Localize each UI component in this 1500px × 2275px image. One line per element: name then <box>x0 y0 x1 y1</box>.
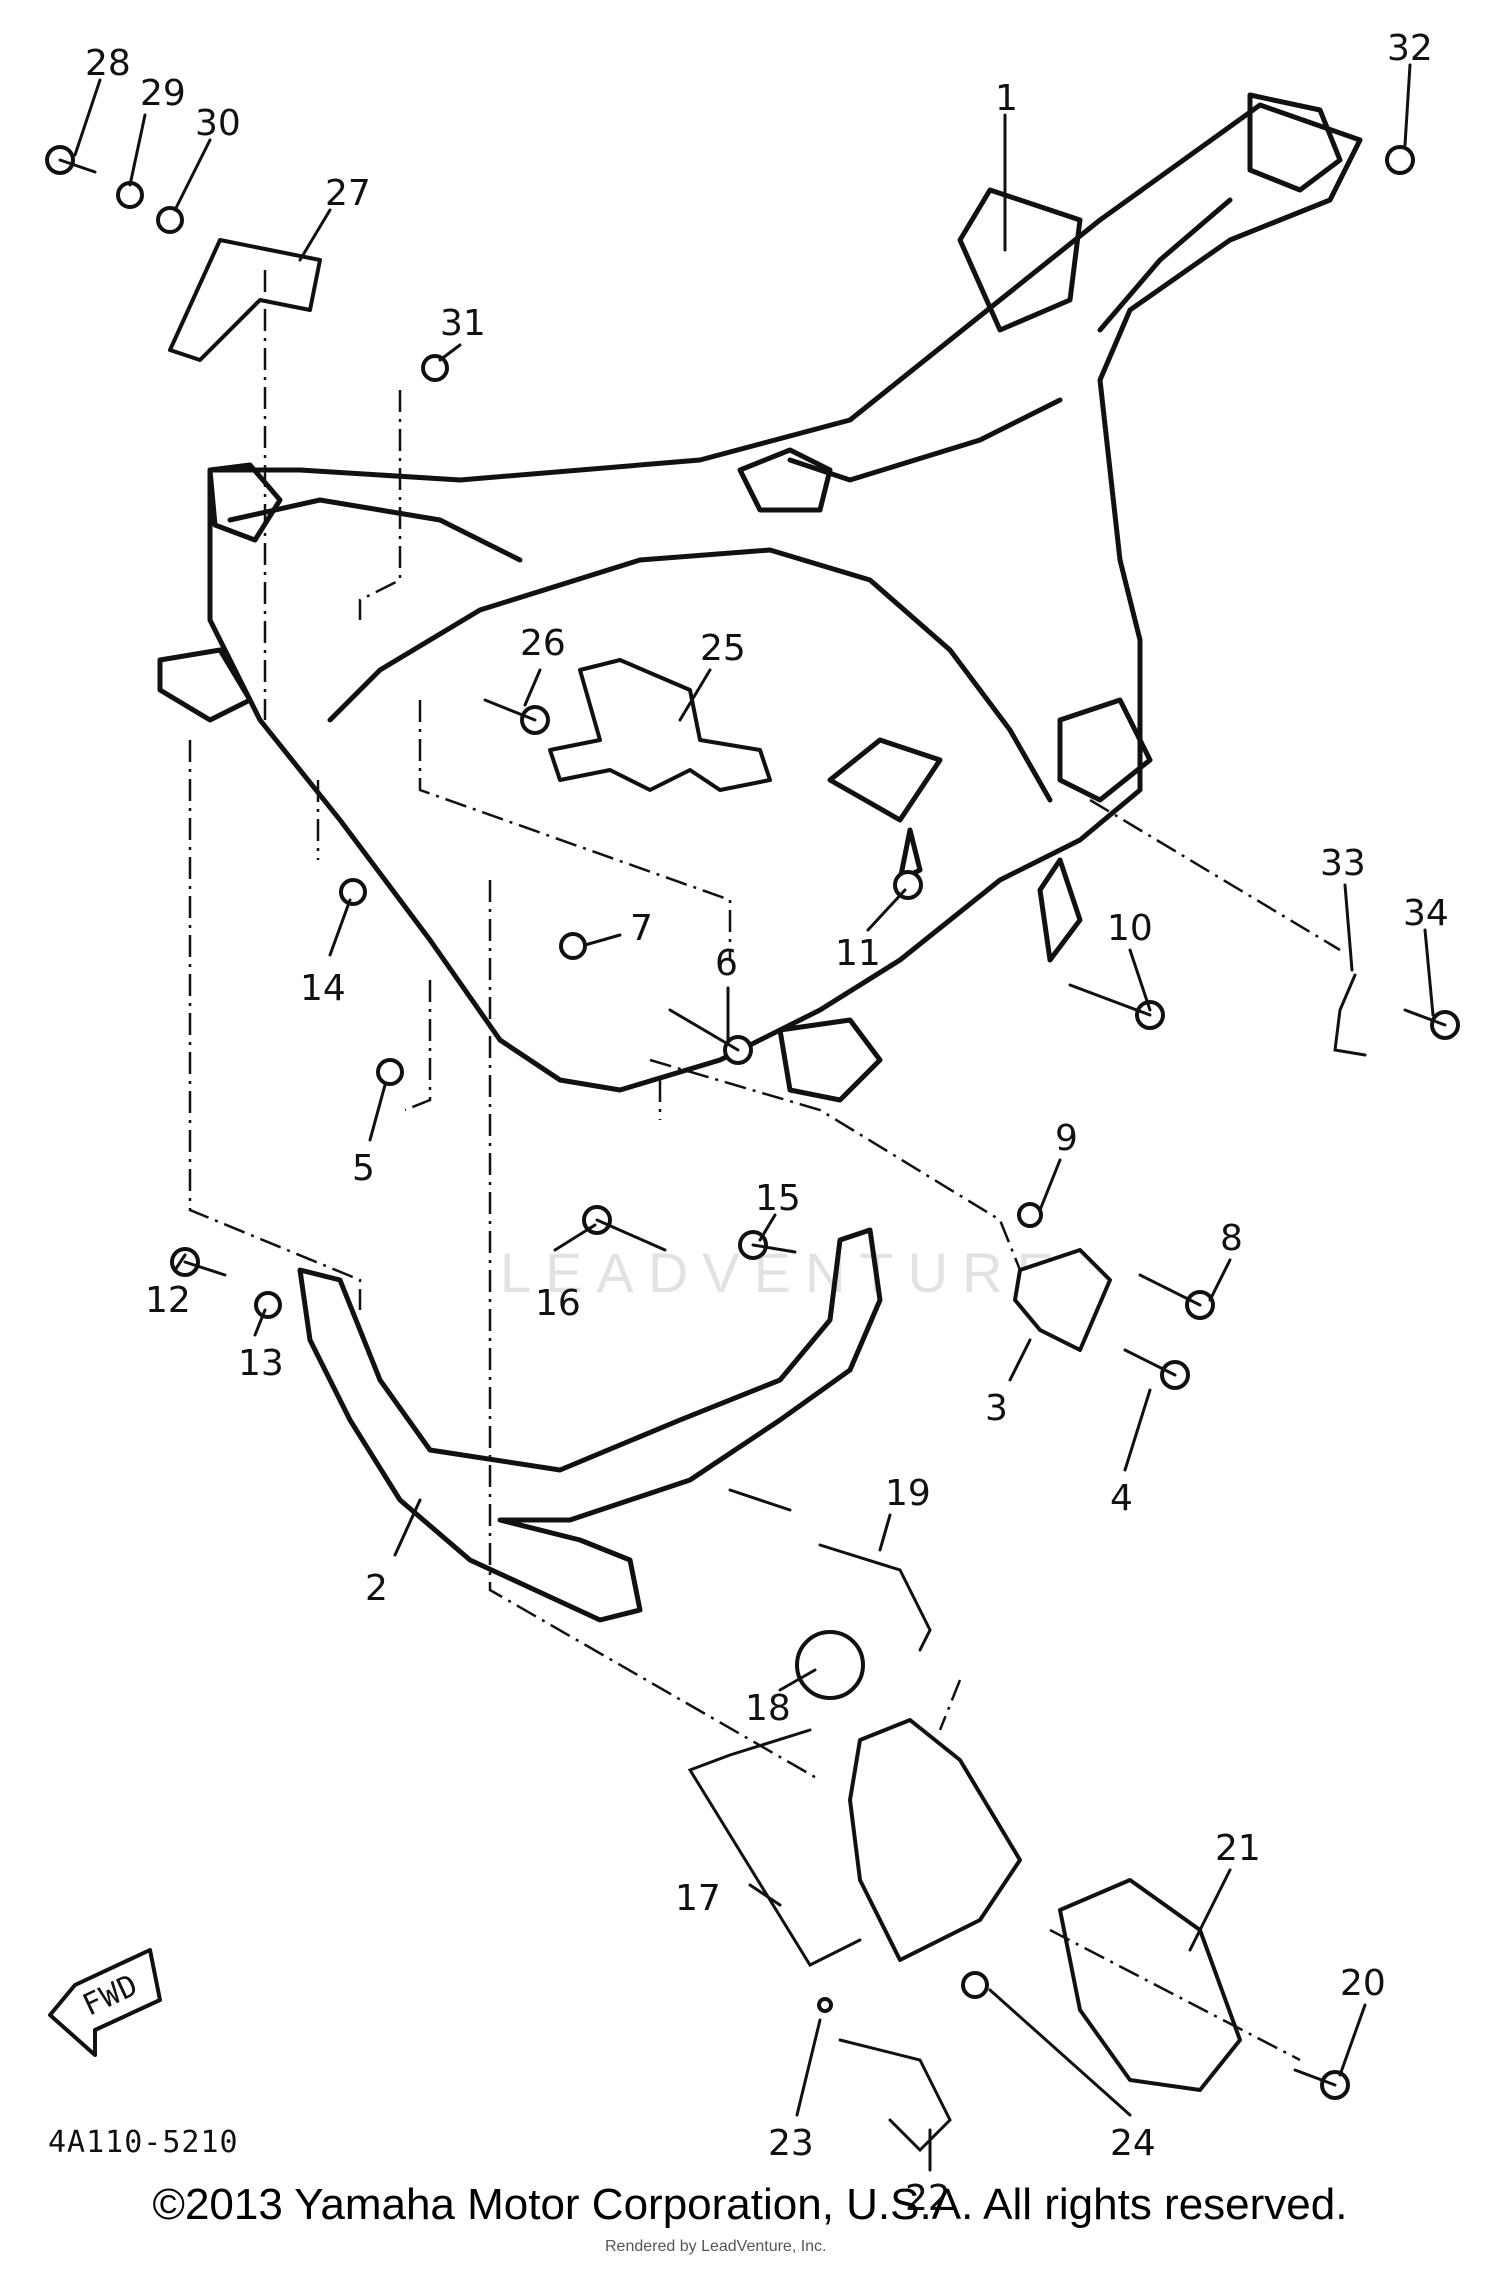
callout-2: 2 <box>365 1568 388 1609</box>
rendered-by: Rendered by LeadVenture, Inc. <box>605 2238 827 2255</box>
assembly-lines <box>188 270 1341 2062</box>
callout-17: 17 <box>675 1878 721 1919</box>
hose-22 <box>838 2038 952 2153</box>
callout-4: 4 <box>1110 1478 1133 1519</box>
callout-numbers: 1 2 3 4 5 6 7 8 9 10 11 12 13 14 15 16 1… <box>85 28 1449 2219</box>
callout-26: 26 <box>520 623 566 664</box>
group-17-bracket <box>687 1728 862 1967</box>
fwd-arrow-icon <box>48 1948 162 2057</box>
callout-20: 20 <box>1340 1963 1386 2004</box>
callout-14: 14 <box>300 968 346 1009</box>
callout-34: 34 <box>1403 893 1449 934</box>
callout-12: 12 <box>145 1280 191 1321</box>
watermark: LEADVENTURE <box>500 1241 1068 1304</box>
plate-3 <box>1013 1248 1112 1352</box>
callout-1: 1 <box>995 78 1018 119</box>
callout-3: 3 <box>985 1388 1008 1429</box>
bracket-25 <box>548 658 772 792</box>
callout-15: 15 <box>755 1178 801 1219</box>
callout-25: 25 <box>700 628 746 669</box>
callout-24: 24 <box>1110 2123 1156 2164</box>
bracket-33 <box>1333 973 1367 1057</box>
callout-16: 16 <box>535 1283 581 1324</box>
callout-33: 33 <box>1320 843 1366 884</box>
callout-9: 9 <box>1055 1118 1078 1159</box>
callout-29: 29 <box>140 73 186 114</box>
callout-21: 21 <box>1215 1828 1261 1869</box>
main-frame <box>157 92 1363 1103</box>
callout-22: 22 <box>905 2178 951 2219</box>
cap-18 <box>795 1630 865 1700</box>
diagram-code: 4A110-5210 <box>48 2125 239 2160</box>
callout-7: 7 <box>630 908 653 949</box>
bracket-27 <box>168 238 322 362</box>
cover-21 <box>1058 1878 1242 2092</box>
callout-13: 13 <box>238 1343 284 1384</box>
callout-10: 10 <box>1107 908 1153 949</box>
hose-19 <box>818 1543 932 1652</box>
callout-8: 8 <box>1220 1218 1243 1259</box>
callout-23: 23 <box>768 2123 814 2164</box>
bolts <box>45 145 1460 2100</box>
lower-frame-2 <box>297 1227 883 1623</box>
copyright-notice: ©2013 Yamaha Motor Corporation, U.S.A. A… <box>152 2180 1348 2229</box>
callout-18: 18 <box>745 1688 791 1729</box>
callout-32: 32 <box>1387 28 1433 69</box>
callout-28: 28 <box>85 43 131 84</box>
callout-31: 31 <box>440 303 486 344</box>
callout-27: 27 <box>325 173 371 214</box>
hose-upper <box>728 1488 792 1512</box>
callout-leaders <box>73 63 1435 2172</box>
callout-6: 6 <box>715 943 738 984</box>
callout-5: 5 <box>352 1148 375 1189</box>
callout-11: 11 <box>835 933 881 974</box>
callout-30: 30 <box>195 103 241 144</box>
callout-19: 19 <box>885 1473 931 1514</box>
tank-17 <box>848 1718 1022 1962</box>
